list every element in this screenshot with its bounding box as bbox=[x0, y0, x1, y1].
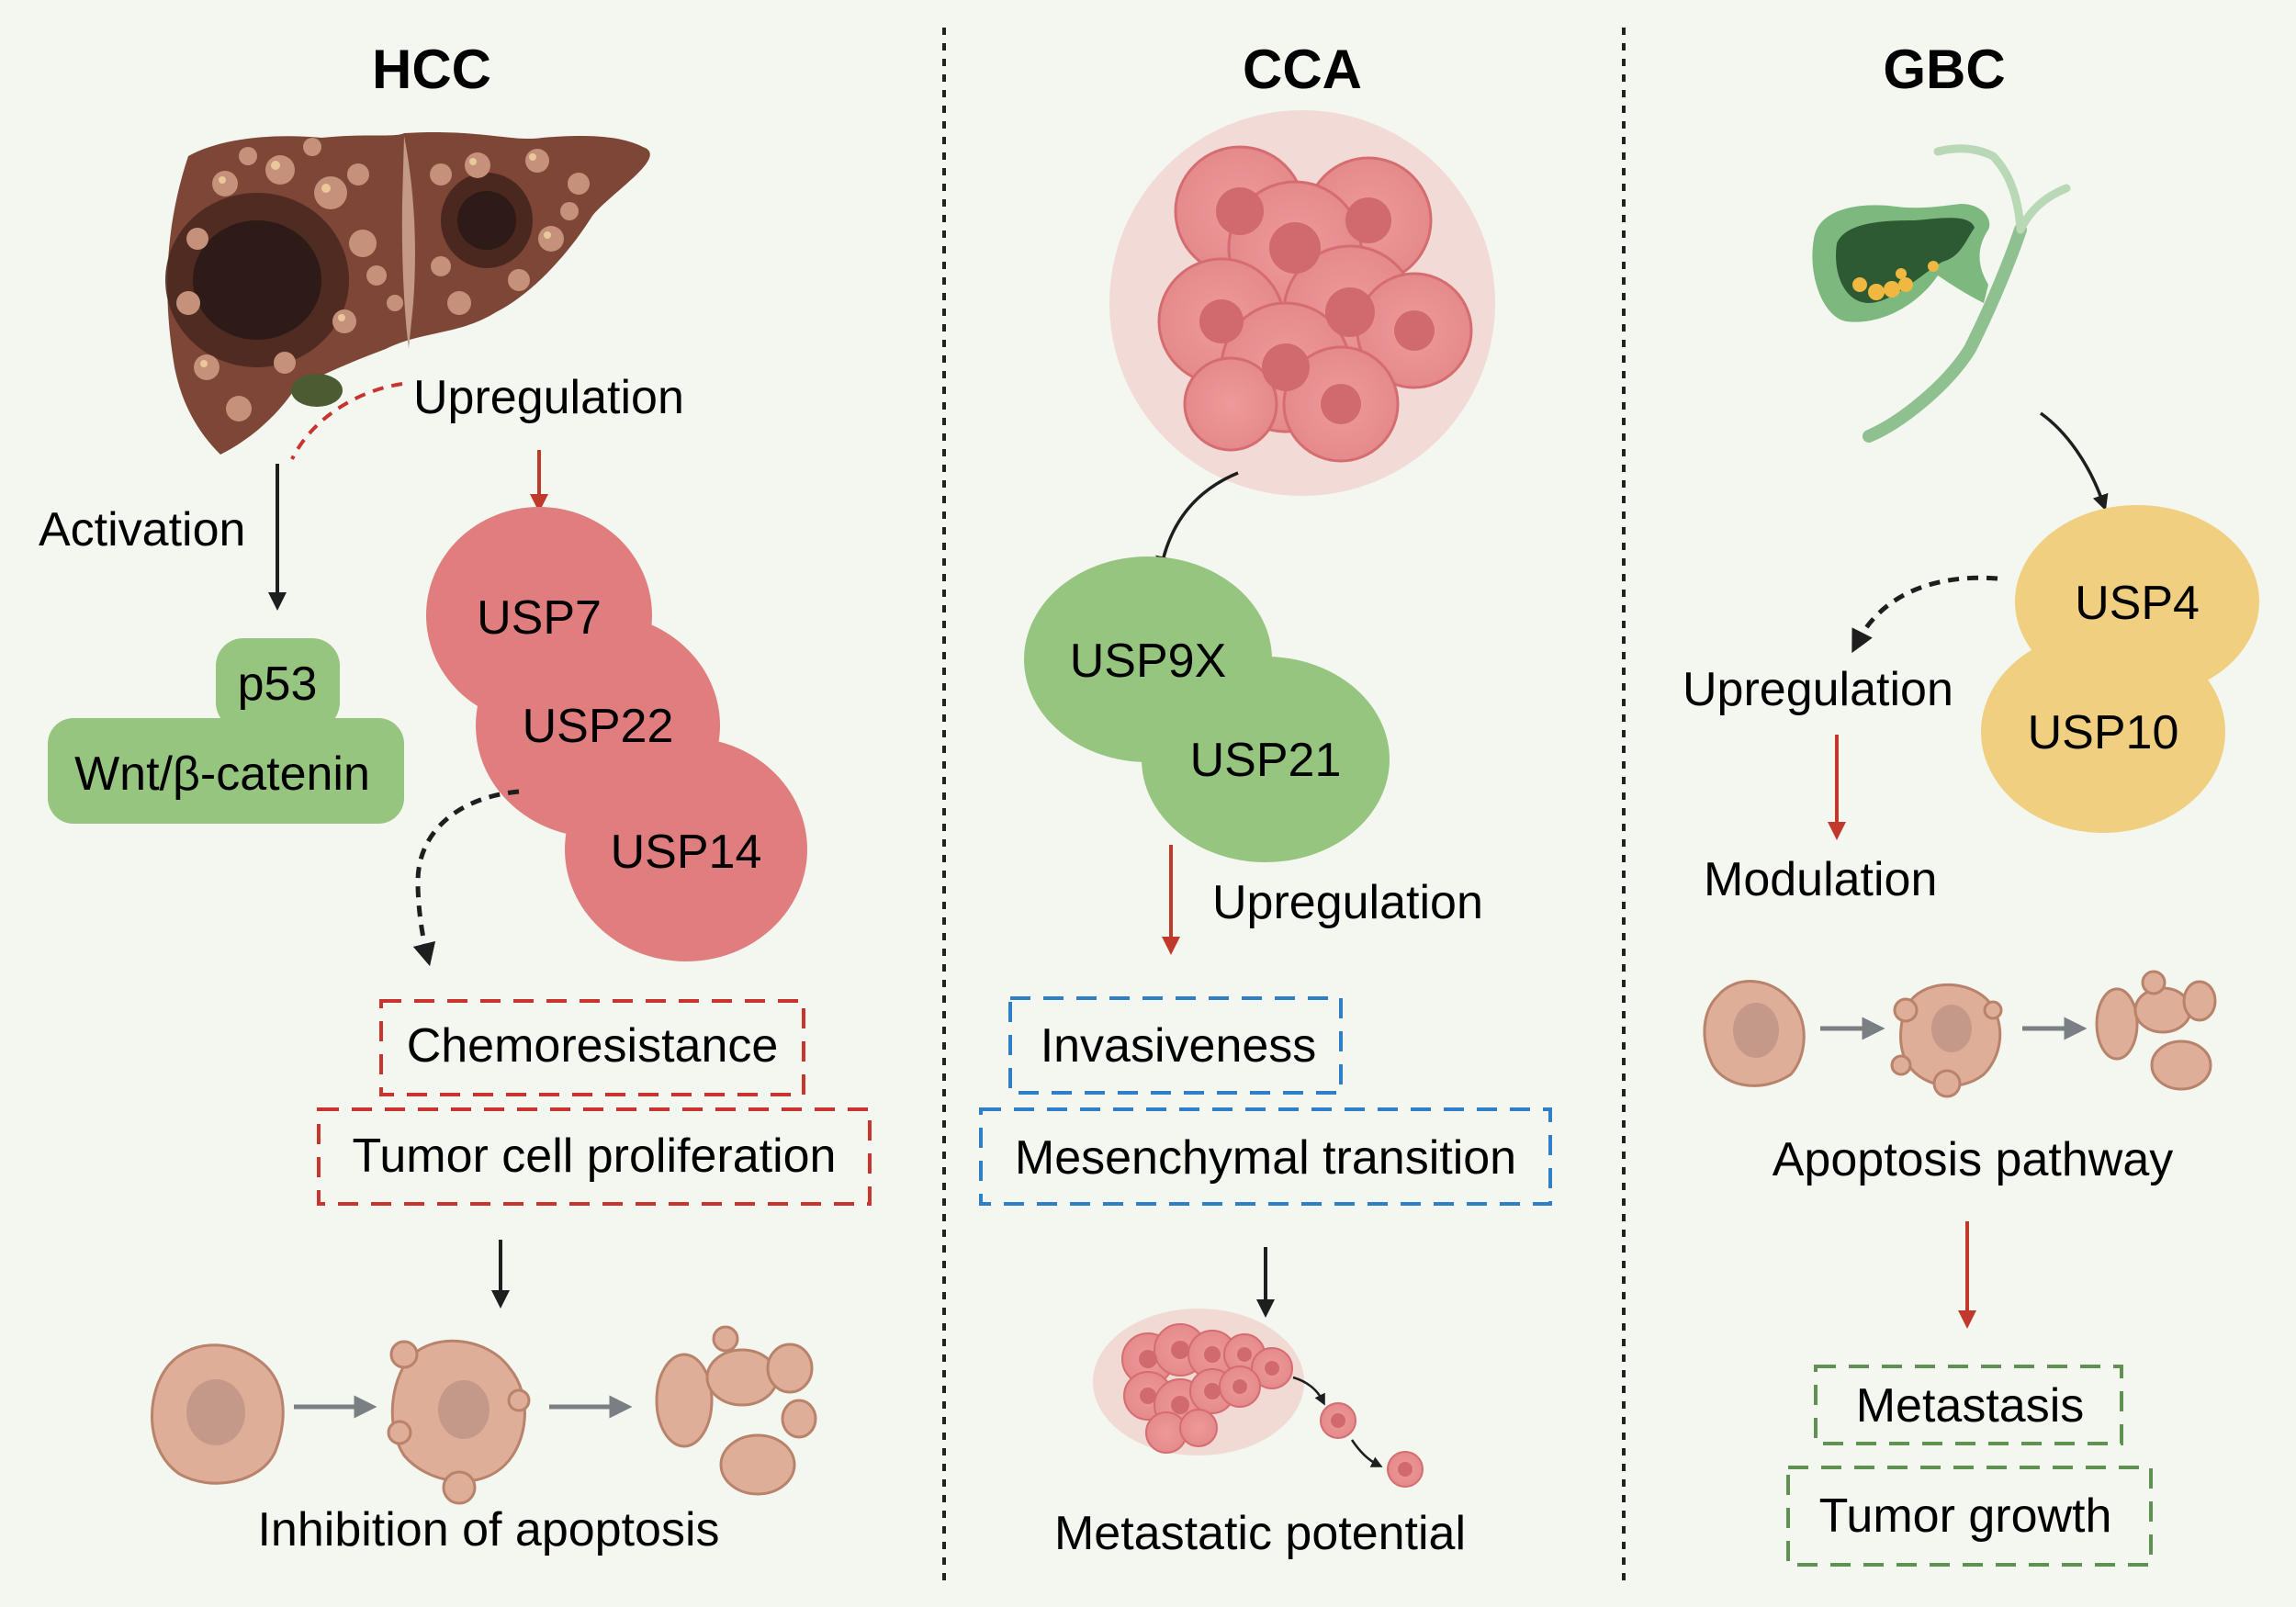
node-label: USP9X bbox=[1070, 635, 1227, 688]
outcome-label: Chemoresistance bbox=[407, 1019, 779, 1073]
apoptotic-bodies-icon bbox=[2095, 970, 2217, 1091]
activation-label: Activation bbox=[39, 503, 245, 556]
node-label: USP14 bbox=[611, 826, 762, 879]
outcome-label: Tumor cell proliferation bbox=[353, 1129, 837, 1183]
node-label: USP22 bbox=[523, 700, 674, 753]
tumor-cell-cluster-icon bbox=[1109, 110, 1495, 496]
healthy-cell-icon bbox=[1703, 980, 1806, 1087]
panel-hcc: HCC bbox=[39, 39, 872, 1556]
blebbing-cell-icon bbox=[387, 1339, 531, 1505]
apoptosis-cell-sequence bbox=[1703, 970, 2217, 1098]
dashed-connector bbox=[290, 382, 403, 460]
node-label: USP7 bbox=[477, 591, 602, 645]
outcome-label: Mesenchymal transition bbox=[1015, 1131, 1516, 1185]
node-p53 bbox=[216, 638, 340, 730]
upregulation-label-cca: Upregulation bbox=[1212, 876, 1483, 929]
node-label: p53 bbox=[238, 657, 318, 711]
node-wnt bbox=[48, 718, 404, 824]
upregulation-label-gbc: Upregulation bbox=[1683, 663, 1953, 716]
apoptosis-cell-sequence bbox=[151, 1325, 817, 1505]
outcome-label: Metastasis bbox=[1856, 1379, 2085, 1433]
final-label-hcc: Inhibition of apoptosis bbox=[257, 1503, 719, 1556]
node-usp10 bbox=[1981, 631, 2225, 833]
outcome-label: Tumor growth bbox=[1819, 1489, 2112, 1543]
node-label: USP21 bbox=[1190, 734, 1342, 787]
panel-title-gbc: GBC bbox=[1883, 39, 2005, 100]
dashed-arrow-icon bbox=[1851, 575, 1998, 654]
outcome-box-metastasis bbox=[1814, 1365, 2123, 1445]
pathway-label-gbc: Apoptosis pathway bbox=[1773, 1133, 2174, 1186]
panel-gbc: GBC USP4 USP10 Upregulation Modulation bbox=[1683, 39, 2259, 1567]
final-label-cca: Metastatic potential bbox=[1054, 1507, 1466, 1560]
panel-title-hcc: HCC bbox=[372, 39, 491, 100]
panel-cca: CCA USP9X USP21 Upregulation bbox=[979, 39, 1552, 1560]
outcome-box-chemoresistance bbox=[379, 999, 805, 1096]
black-arrow-icon bbox=[1155, 471, 1239, 573]
upregulation-label-hcc: Upregulation bbox=[413, 371, 684, 424]
node-label: USP10 bbox=[2028, 706, 2179, 759]
panel-title-cca: CCA bbox=[1243, 39, 1362, 100]
outcome-label: Invasiveness bbox=[1041, 1019, 1317, 1073]
outcome-box-proliferation bbox=[317, 1107, 872, 1206]
metastasis-cells-icon bbox=[1093, 1309, 1424, 1488]
modulation-label: Modulation bbox=[1704, 853, 1937, 906]
outcome-box-tumor-growth bbox=[1786, 1466, 2153, 1567]
gallbladder-icon bbox=[1812, 144, 2071, 443]
outcome-box-invasiveness bbox=[1008, 996, 1343, 1095]
blebbing-cell-icon bbox=[1890, 983, 2003, 1098]
node-label: USP4 bbox=[2075, 577, 2200, 630]
node-label: Wnt/β-catenin bbox=[74, 747, 370, 801]
healthy-cell-icon bbox=[151, 1343, 285, 1485]
apoptotic-bodies-icon bbox=[655, 1325, 817, 1496]
node-usp21 bbox=[1142, 657, 1390, 862]
node-usp14 bbox=[565, 737, 807, 961]
black-arrow-icon bbox=[2039, 411, 2109, 511]
dashed-arrow-icon bbox=[412, 789, 520, 967]
outcome-box-mesenchymal bbox=[979, 1107, 1552, 1206]
liver-tumor-icon bbox=[165, 131, 650, 455]
